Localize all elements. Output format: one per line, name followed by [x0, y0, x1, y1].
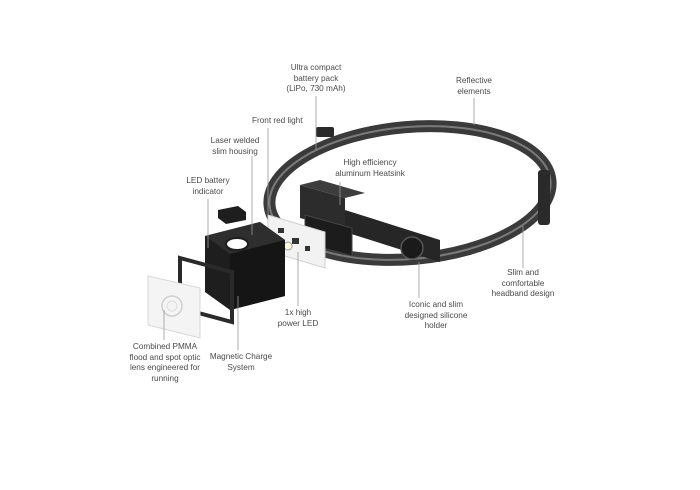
label-magnetic-charge: Magnetic Charge System	[209, 352, 273, 372]
battery-indicator-part	[218, 206, 246, 224]
led-emitter	[283, 241, 293, 251]
label-battery-pack: Ultra compact battery pack (LiPo, 730 mA…	[286, 63, 346, 93]
pmma-lens	[147, 275, 201, 339]
housing	[205, 222, 285, 310]
label-high-power-led: 1x high power LED	[277, 308, 319, 328]
label-laser-welded-housing: Laser welded slim housing	[210, 136, 260, 156]
label-pmma-lens: Combined PMMA flood and spot optic lens …	[129, 342, 201, 383]
top-strap-clip	[316, 127, 334, 137]
strap-buckle	[538, 170, 550, 225]
label-front-red-light: Front red light	[252, 116, 303, 125]
housing-window	[225, 237, 249, 251]
holder-button	[400, 236, 424, 260]
label-reflective-elements: Reflective elements	[456, 76, 492, 96]
label-silicone-holder: Iconic and slim designed silicone holder	[404, 300, 468, 330]
leader-lines	[163, 96, 524, 350]
silicone-holder	[345, 210, 440, 262]
label-heatsink: High efficiency aluminum Heatsink	[335, 158, 405, 178]
label-led-battery-indicator: LED battery indicator	[186, 176, 230, 196]
label-headband-design: Slim and comfortable headband design	[491, 268, 555, 298]
